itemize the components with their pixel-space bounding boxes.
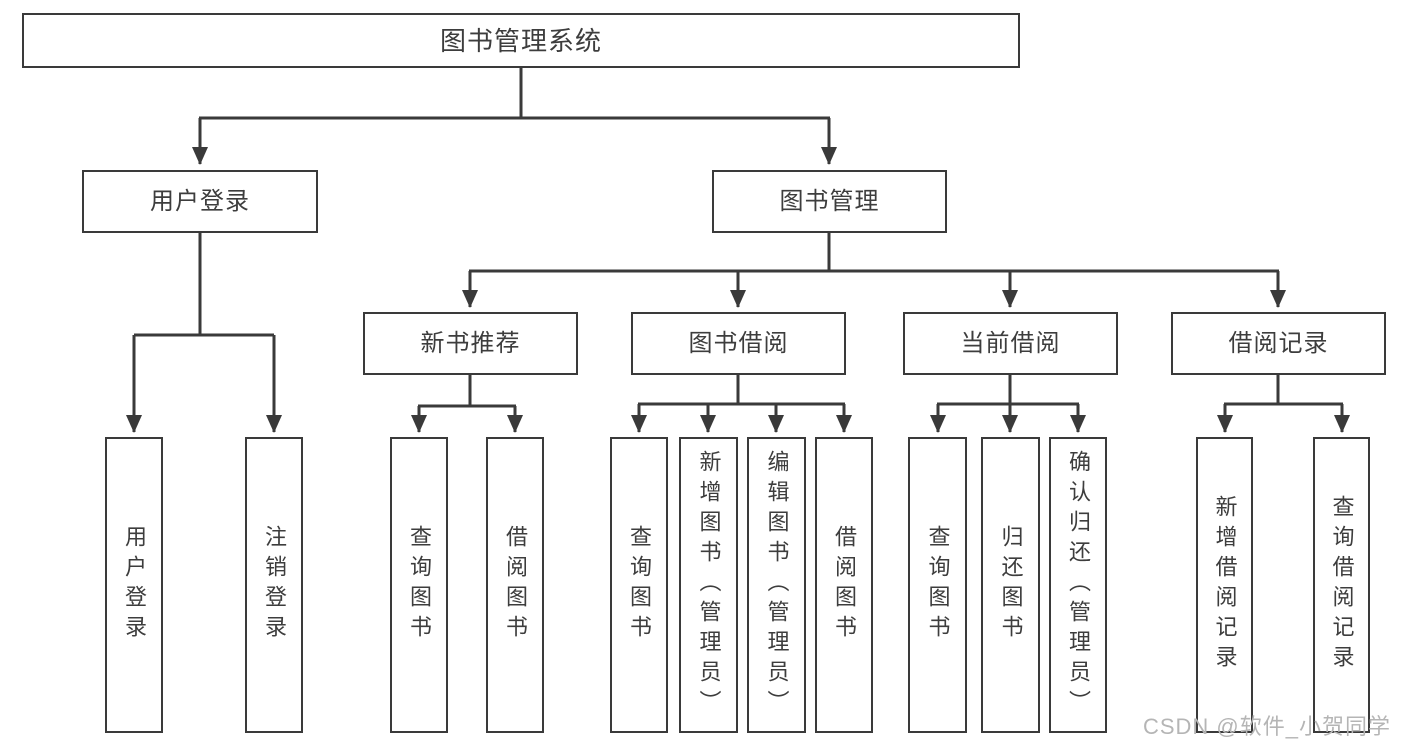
leaf-add-book-admin: 新增图书（管理员）	[679, 437, 738, 733]
node-label: 图书借阅	[688, 329, 789, 357]
leaf-edit-book-admin: 编辑图书（管理员）	[747, 437, 806, 733]
node-label: 查询图书	[627, 525, 652, 645]
node-label: 图书管理	[779, 187, 880, 215]
leaf-query-borrow-record: 查询借阅记录	[1313, 437, 1370, 733]
node-label: 借阅记录	[1228, 329, 1329, 357]
csdn-watermark: CSDN @软件_小贺同学	[1142, 714, 1391, 739]
node-label: 归还图书	[998, 525, 1024, 645]
node-label: 借阅图书	[503, 525, 528, 645]
leaf-query-books-2: 查询图书	[610, 437, 668, 733]
node-user-login: 用户登录	[82, 170, 318, 233]
node-label: 用户登录	[122, 525, 147, 645]
leaf-return-book: 归还图书	[981, 437, 1040, 733]
rail-book-management	[469, 233, 1279, 273]
node-new-book-recommendation: 新书推荐	[363, 312, 578, 375]
node-label: 注销登录	[262, 525, 287, 645]
node-label: 用户登录	[150, 187, 250, 215]
leaf-confirm-return-admin: 确认归还（管理员）	[1049, 437, 1107, 733]
node-library-management-system: 图书管理系统	[22, 13, 1020, 68]
node-label: 当前借阅	[960, 329, 1061, 357]
node-label: 新书推荐	[420, 329, 521, 357]
rail-book-borrowing	[638, 375, 845, 406]
node-label: 新增图书（管理员）	[696, 450, 722, 720]
node-label: 查询图书	[407, 525, 432, 645]
leaf-logout: 注销登录	[245, 437, 303, 733]
leaf-query-books-3: 查询图书	[908, 437, 967, 733]
node-label: 借阅图书	[832, 525, 857, 645]
node-label: 新增借阅记录	[1212, 495, 1238, 675]
node-label: 编辑图书（管理员）	[764, 450, 790, 720]
node-label: 查询图书	[925, 525, 951, 645]
rail-user-login	[134, 233, 274, 337]
rail-current-borrowing	[937, 375, 1079, 406]
rail-borrowing-records	[1224, 375, 1343, 406]
leaf-borrow-books-2: 借阅图书	[815, 437, 873, 733]
leaf-user-login: 用户登录	[105, 437, 163, 733]
node-current-borrowing: 当前借阅	[903, 312, 1118, 375]
leaf-borrow-books-1: 借阅图书	[486, 437, 544, 733]
node-label: 查询借阅记录	[1329, 495, 1355, 675]
rail-new-book-recommendation	[418, 375, 516, 408]
node-book-borrowing: 图书借阅	[631, 312, 846, 375]
rail-root	[199, 68, 830, 120]
node-label: 确认归还（管理员）	[1066, 450, 1091, 720]
leaf-add-borrow-record: 新增借阅记录	[1196, 437, 1253, 733]
node-book-management: 图书管理	[712, 170, 947, 233]
node-borrowing-records: 借阅记录	[1171, 312, 1386, 375]
node-label: 图书管理系统	[439, 25, 602, 56]
leaf-query-books-1: 查询图书	[390, 437, 448, 733]
